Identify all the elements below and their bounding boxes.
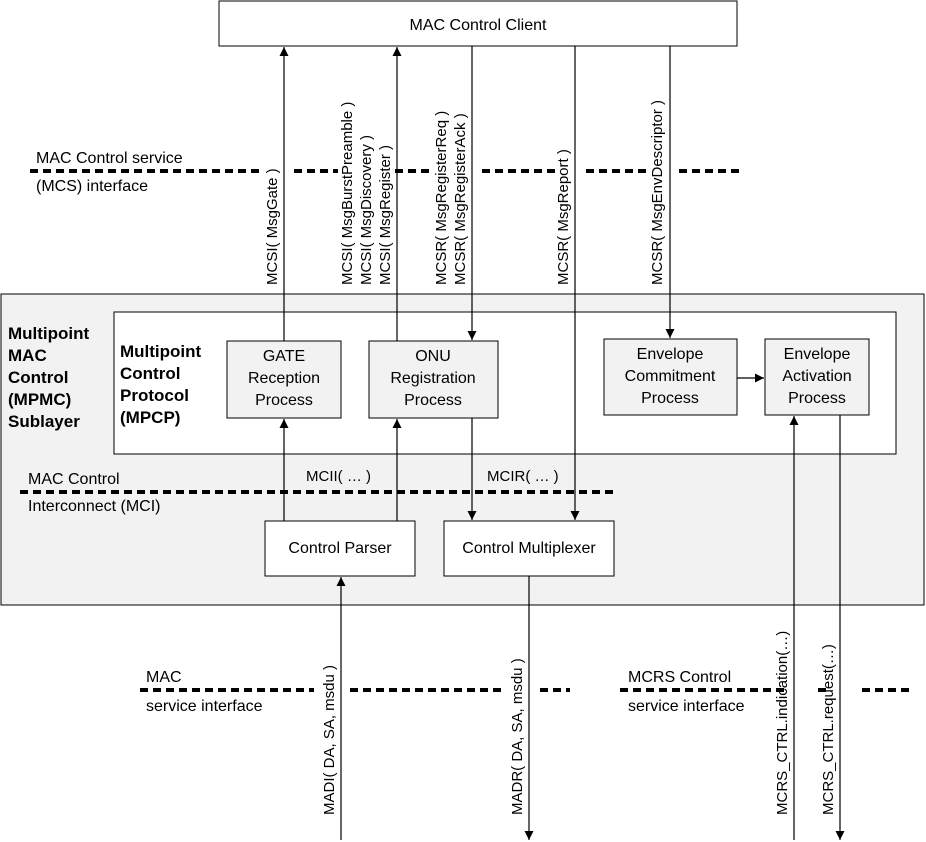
mcir-label: MCIR( … )	[487, 468, 559, 485]
signal-register-ack: MCSR( MsgRegisterAck )	[452, 113, 469, 285]
signal-report: MCSR( MsgReport )	[555, 149, 572, 285]
onu-registration-process-box	[368, 340, 499, 419]
env-activate-label-1: Envelope	[784, 346, 851, 363]
gate-reception-process-box	[226, 340, 342, 419]
gate-process-label-1: GATE	[263, 348, 305, 365]
mci-label-2: Interconnect (MCI)	[28, 498, 160, 515]
mac-service-label-2: service interface	[146, 698, 263, 715]
control-parser-label: Control Parser	[288, 540, 392, 557]
protocol-label-1: Multipoint	[120, 342, 202, 361]
signal-madi: MADI( DA, SA, msdu )	[321, 665, 338, 815]
envelope-commitment-process-box	[603, 338, 738, 416]
env-activate-label-2: Activation	[782, 368, 851, 385]
signal-mcrs-indication: MCRS_CTRL.indication(…)	[774, 631, 791, 815]
signal-mcrs-request: MCRS_CTRL.request(…)	[820, 644, 837, 815]
env-activate-label-3: Process	[788, 390, 846, 407]
protocol-label-4: (MPCP)	[120, 408, 180, 427]
onu-process-label-2: Registration	[390, 370, 475, 387]
signal-discovery: MCSI( MsgDiscovery )	[358, 135, 375, 285]
control-multiplexer-box	[443, 520, 615, 577]
envelope-activation-process-box	[764, 338, 870, 416]
mac-control-client-box	[218, 0, 738, 47]
signal-madr: MADR( DA, SA, msdu )	[509, 658, 526, 815]
mcs-interface-label-1: MAC Control service	[36, 150, 183, 167]
gate-process-label-3: Process	[255, 392, 313, 409]
mcrs-service-label-1: MCRS Control	[628, 669, 731, 686]
env-commit-label-2: Commitment	[625, 368, 716, 385]
mcrs-service-label-2: service interface	[628, 698, 745, 715]
gate-process-label-2: Reception	[248, 370, 320, 387]
signal-msg-gate: MCSI( MsgGate )	[264, 168, 281, 285]
sublayer-label-2: MAC	[8, 346, 47, 365]
mac-control-client-label: MAC Control Client	[410, 17, 547, 34]
onu-process-label-3: Process	[404, 392, 462, 409]
env-commit-label-1: Envelope	[637, 346, 704, 363]
signal-burst-preamble: MCSI( MsgBurstPreamble )	[339, 102, 356, 285]
mcs-interface-label-2: (MCS) interface	[36, 178, 148, 195]
signal-register-req: MCSR( MsgRegisterReq )	[433, 111, 450, 285]
signal-register: MCSI( MsgRegister )	[377, 145, 394, 285]
onu-process-label-1: ONU	[415, 348, 451, 365]
env-commit-label-3: Process	[641, 390, 699, 407]
control-parser-box	[264, 520, 416, 577]
mci-label-1: MAC Control	[28, 471, 120, 488]
sublayer-label-4: (MPMC)	[8, 390, 71, 409]
control-multiplexer-label: Control Multiplexer	[462, 540, 596, 557]
mcii-label: MCII( … )	[306, 468, 371, 485]
mac-service-label-1: MAC	[146, 669, 182, 686]
sublayer-label-3: Control	[8, 368, 68, 387]
sublayer-label-5: Sublayer	[8, 412, 80, 431]
protocol-label-2: Control	[120, 364, 180, 383]
protocol-label-3: Protocol	[120, 386, 189, 405]
sublayer-label-1: Multipoint	[8, 324, 90, 343]
signal-env-descriptor: MCSR( MsgEnvDescriptor )	[649, 100, 666, 285]
